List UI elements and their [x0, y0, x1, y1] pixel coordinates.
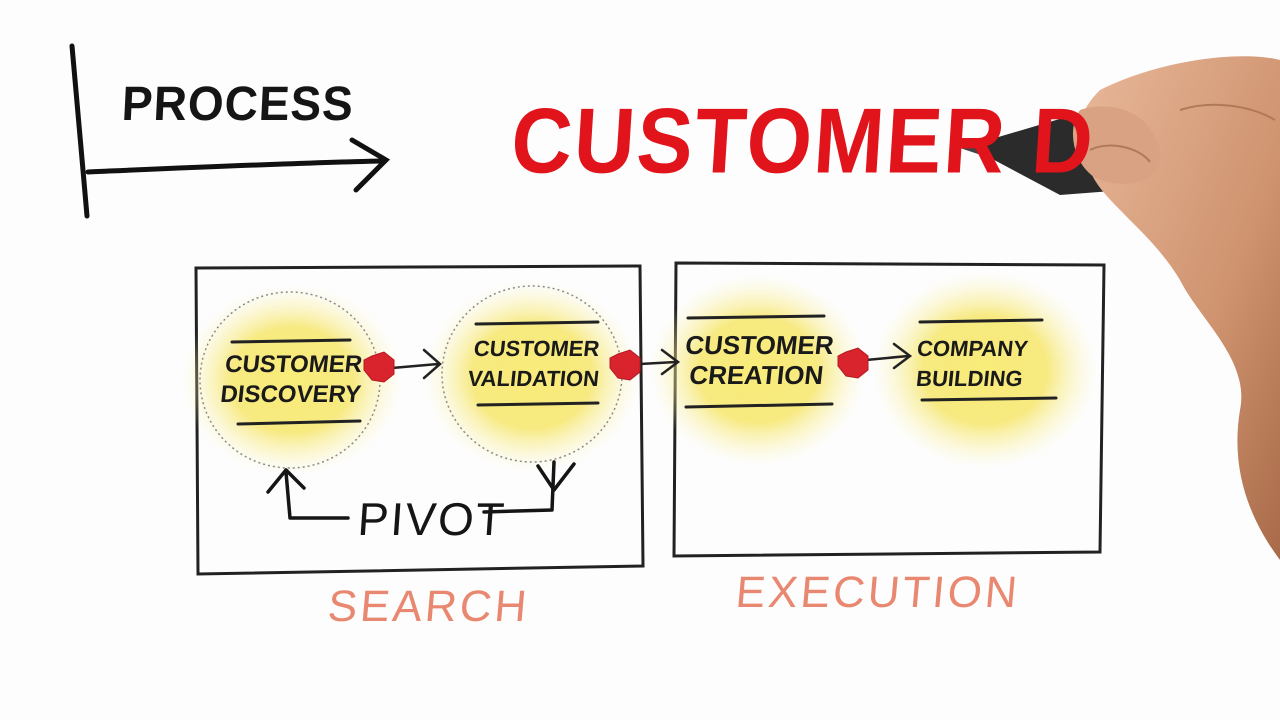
stop-marker-icon — [363, 351, 395, 383]
diagram-title: CUSTOMER D — [508, 88, 1098, 195]
stage-line-2: BUILDING — [914, 366, 1024, 391]
pivot-arrow-left — [284, 470, 350, 520]
discovery-glow — [182, 285, 402, 475]
stage-line-1: COMPANY — [915, 336, 1030, 361]
pivot-arrow-right — [482, 460, 556, 514]
process-label: PROCESS — [120, 75, 356, 131]
arrow-validation-creation — [638, 348, 681, 376]
stage-customer-discovery: CUSTOMER DISCOVERY — [219, 350, 365, 410]
pivot-arrowhead-left — [266, 468, 306, 494]
stage-line-2: CREATION — [687, 360, 825, 390]
arrow-discovery-validation — [390, 348, 442, 380]
pivot-label: PIVOT — [356, 493, 508, 545]
execution-box — [672, 261, 1106, 558]
process-axis — [69, 43, 391, 219]
stage-line-2: DISCOVERY — [219, 381, 363, 408]
creation-glow — [650, 275, 866, 465]
diagram-title-text: CUSTOMER D — [508, 89, 1099, 193]
arrow-creation-building — [864, 342, 913, 370]
stage-line-1: CUSTOMER — [223, 351, 364, 378]
stop-marker-icon — [609, 349, 641, 381]
stop-marker-icon — [837, 347, 869, 379]
stage-company-building: COMPANY BUILDING — [903, 334, 1039, 394]
execution-section-label: EXECUTION — [733, 568, 1022, 617]
pivot-arrowhead-right — [536, 462, 576, 492]
stage-line-1: CUSTOMER — [683, 330, 836, 360]
stage-line-2: VALIDATION — [466, 366, 601, 391]
stage-customer-creation: CUSTOMER CREATION — [675, 330, 841, 390]
validation-glow — [424, 281, 640, 471]
marker-pen-in-hand-icon — [960, 56, 1280, 560]
stage-customer-validation: CUSTOMER VALIDATION — [457, 334, 613, 394]
stage-line-1: CUSTOMER — [472, 336, 601, 361]
search-section-label: SEARCH — [325, 582, 532, 631]
search-box — [194, 264, 645, 576]
